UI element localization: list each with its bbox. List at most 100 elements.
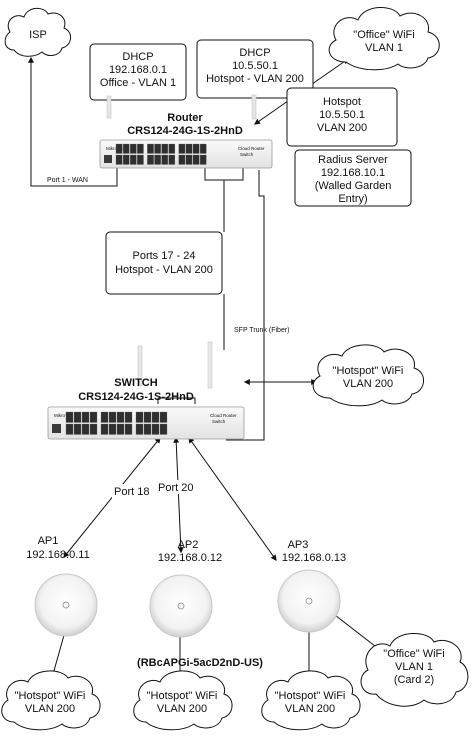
switch-antenna-right xyxy=(207,341,213,389)
switch-port-6 xyxy=(81,423,90,435)
router-ports-link xyxy=(204,168,244,181)
hotspot-line1: Hotspot xyxy=(323,96,361,108)
router-port-13 xyxy=(161,143,168,154)
switch-port-4 xyxy=(73,423,82,435)
switch-port-20 xyxy=(143,423,152,435)
cloud-switch-hotspot: "Hotspot" WiFi VLAN 200 xyxy=(312,344,424,407)
dhcp-office-line2: 192.168.0.1 xyxy=(109,64,167,76)
ap3-link xyxy=(188,437,277,561)
switch-port-24 xyxy=(159,423,168,435)
dhcp-hotspot-line2: 10.5.50.1 xyxy=(232,60,278,72)
wan-link xyxy=(28,56,118,187)
hotspot-line3: VLAN 200 xyxy=(317,122,367,134)
ap1-name: AP1 xyxy=(38,535,59,547)
cloud-ap1-wifi: "Hotspot" WiFi VLAN 200 xyxy=(1,670,101,731)
router-port-17 xyxy=(178,143,186,154)
switch-port-3 xyxy=(73,411,82,423)
switch-badge-line2: Switch xyxy=(212,419,226,424)
dhcp-office-line1: DHCP xyxy=(122,51,153,63)
box-dhcp-office: DHCP 192.168.0.1 Office - VLAN 1 xyxy=(89,43,187,101)
ap2-wifi-line2: VLAN 200 xyxy=(157,703,207,715)
ap1-device xyxy=(34,573,98,637)
router-port-panel xyxy=(115,143,207,165)
ap2-link xyxy=(173,436,184,554)
isp-label: ISP xyxy=(29,29,47,41)
router-port-6 xyxy=(130,154,137,165)
switch-port-15 xyxy=(124,411,133,423)
ap3-ip: 192.168.0.13 xyxy=(282,552,346,564)
switch-port-1 xyxy=(65,411,74,423)
ports-line1: Ports 17 - 24 xyxy=(133,250,196,262)
router-port-18 xyxy=(178,154,186,165)
ap1-led xyxy=(62,601,70,609)
switch-port-8 xyxy=(89,423,98,435)
box-radius: Radius Server 192.168.10.1 (Walled Garde… xyxy=(294,149,412,207)
router-port-2 xyxy=(115,154,123,165)
ap2-device xyxy=(149,574,213,638)
port18-label-bg xyxy=(112,484,154,498)
router-badge-line2: Switch xyxy=(240,152,254,157)
ap1-wifi-line1: "Hotspot" WiFi xyxy=(15,690,86,702)
switch-port-12 xyxy=(108,423,117,435)
ap3: AP3 192.168.0.13 xyxy=(277,539,346,633)
ap1-ip: 192.168.0.11 xyxy=(26,549,89,561)
switch-port-16 xyxy=(124,423,133,435)
ap2-name: AP2 xyxy=(178,539,199,551)
switch-hotspot-line2: VLAN 200 xyxy=(343,378,393,390)
ap2-led xyxy=(177,602,185,610)
ap1: AP1 192.168.0.11 xyxy=(26,535,98,637)
switch-sfp-port xyxy=(52,424,61,433)
switch-port-21 xyxy=(151,411,160,423)
sfp-trunk-label: SFP Trunk (Fiber) xyxy=(234,327,290,334)
router-port-23 xyxy=(199,143,207,154)
ap3-office-line2: VLAN 1 xyxy=(395,661,433,673)
router-port-7 xyxy=(137,143,144,154)
router-title: Router xyxy=(167,112,203,124)
router-port-1 xyxy=(115,143,123,154)
router-port-14 xyxy=(161,154,168,165)
box-hotspot: Hotspot 10.5.50.1 VLAN 200 xyxy=(286,87,398,147)
ap2-wifi-line1: "Hotspot" WiFi xyxy=(147,690,218,702)
router-brand: MikroTik xyxy=(106,146,124,151)
router-port-3 xyxy=(122,143,130,154)
switch-port-14 xyxy=(116,423,125,435)
router-port-9 xyxy=(147,143,154,154)
switch-port-2 xyxy=(65,423,74,435)
radius-line2: 192.168.10.1 xyxy=(321,167,385,179)
switch-antenna-left xyxy=(137,345,143,387)
hotspot-line2: 10.5.50.1 xyxy=(319,109,365,121)
box-ports: Ports 17 - 24 Hotspot - VLAN 200 xyxy=(105,231,223,295)
router-antenna-right xyxy=(251,94,257,120)
router-port-19 xyxy=(185,143,193,154)
cloud-ap3-wifi: "Hotspot" WiFi VLAN 200 xyxy=(261,670,361,731)
radius-line3: (Walled Garden xyxy=(315,180,392,192)
office-wifi-line2: VLAN 1 xyxy=(365,42,403,54)
cloud-ap3-office-wifi: "Office" WiFi VLAN 1 (Card 2) xyxy=(360,633,469,707)
cloud-ap2-wifi: "Hotspot" WiFi VLAN 200 xyxy=(133,670,233,731)
router-badge-line1: Cloud Router xyxy=(238,146,265,151)
ap1-wifi-line2: VLAN 200 xyxy=(25,703,75,715)
router-device: Router CRS124-24G-1S-2HnD MikroTik Cloud… xyxy=(99,94,273,169)
port20-label: Port 20 xyxy=(158,482,193,494)
switch-port-13 xyxy=(116,411,125,423)
ap3-office-line3: (Card 2) xyxy=(394,674,434,686)
router-port-10 xyxy=(147,154,154,165)
switch-port-22 xyxy=(151,423,160,435)
router-sfp-port xyxy=(104,155,112,163)
switch-device: SWITCH CRS124-24G-1S-2HnD MikroTik Cloud… xyxy=(47,341,245,440)
port18-label: Port 18 xyxy=(114,486,149,498)
router-port-5 xyxy=(130,143,137,154)
dhcp-hotspot-line1: DHCP xyxy=(239,47,270,59)
router-port-12 xyxy=(154,154,161,165)
switch-port-10 xyxy=(100,423,109,435)
dhcp-hotspot-line3: Hotspot - VLAN 200 xyxy=(206,73,304,85)
switch-port-23 xyxy=(159,411,168,423)
switch-title: SWITCH xyxy=(114,377,157,389)
switch-port-5 xyxy=(81,411,90,423)
ports-bracket xyxy=(157,397,196,404)
router-port-16 xyxy=(168,154,176,165)
switch-port-9 xyxy=(100,411,109,423)
switch-port-19 xyxy=(143,411,152,423)
ap3-device xyxy=(277,569,341,633)
